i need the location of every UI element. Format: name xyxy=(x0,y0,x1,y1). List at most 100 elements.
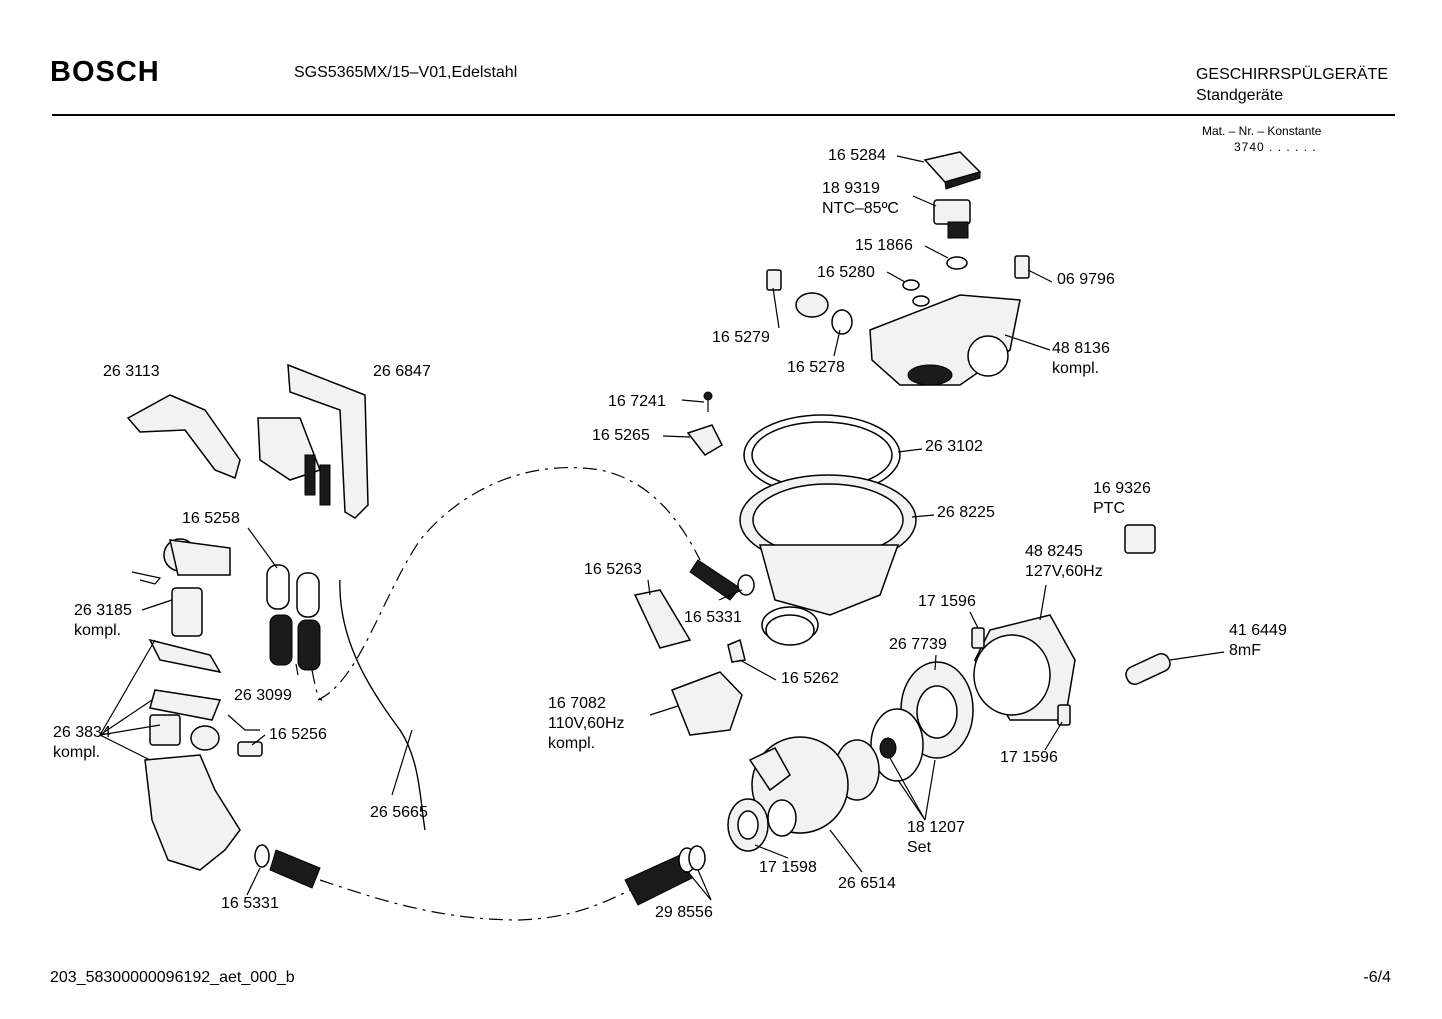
part-ntc-sensor xyxy=(933,199,971,225)
part-pressure-valve xyxy=(795,292,829,318)
part-aquastop-valve xyxy=(144,754,241,871)
part-clip-171596-lower xyxy=(1057,704,1071,726)
part-capacitor-416449 xyxy=(1125,653,1171,685)
part-label-263102: 26 3102 xyxy=(925,438,983,455)
part-clip-171596-upper xyxy=(971,627,985,649)
part-cover-263113 xyxy=(126,394,241,480)
hose-route-left xyxy=(311,669,323,701)
header-divider xyxy=(52,114,1395,116)
part-element-266847 xyxy=(287,363,369,519)
document-id: 203_58300000096192_aet_000_b xyxy=(50,969,295,986)
part-oring-165278 xyxy=(831,309,853,335)
part-label-266514: 26 6514 xyxy=(838,875,896,892)
part-clip-165263 xyxy=(633,589,692,649)
part-screw-head xyxy=(703,391,713,401)
part-label-165262: 16 5262 xyxy=(781,670,839,687)
part-float-165256 xyxy=(190,725,220,751)
part-clip-069796 xyxy=(1014,255,1030,279)
category-subtitle: Standgeräte xyxy=(1195,87,1284,104)
part-label-165265: 16 5265 xyxy=(592,427,650,444)
part-oring-165331-upper xyxy=(737,574,755,596)
part-seal-171598-inner xyxy=(737,810,759,840)
part-spring-hose-298556 xyxy=(624,854,693,906)
material-number-block: Mat. – Nr. – Konstante 3740 . . . . . . xyxy=(1202,123,1321,155)
part-tube-165258-a xyxy=(266,564,290,610)
part-label-263113: 26 3113 xyxy=(103,363,160,380)
part-ntc-sensor-body xyxy=(947,221,969,239)
part-label-165279: 16 5279 xyxy=(712,329,770,346)
part-label-165278: 16 5278 xyxy=(787,359,845,376)
model-title: SGS5365MX/15–V01,Edelstahl xyxy=(294,64,518,81)
part-tube-165258-b xyxy=(296,572,320,618)
part-sump-body xyxy=(759,544,900,616)
part-label-165280: 16 5280 xyxy=(817,264,875,281)
part-level-plate xyxy=(149,689,222,721)
part-heater-nozzle-inner xyxy=(907,364,953,386)
category-title: GESCHIRRSPÜLGERÄTE xyxy=(1195,66,1388,83)
part-label-171596-upper: 17 1596 xyxy=(918,593,976,610)
part-level-arm xyxy=(148,638,222,674)
part-label-165256: 16 5256 xyxy=(269,726,327,743)
part-clip-165279 xyxy=(766,269,782,291)
page-number: -6/4 xyxy=(1363,969,1391,986)
part-label-165331-lower: 16 5331 xyxy=(221,895,279,912)
part-cover-267739-inner xyxy=(916,685,958,739)
part-label-069796: 06 9796 xyxy=(1057,271,1115,288)
part-element-266847-pin-b xyxy=(319,464,331,506)
part-oring-165280 xyxy=(902,279,920,291)
part-pump-inlet xyxy=(748,747,791,792)
hose-route-lower xyxy=(319,879,631,921)
part-valve-167082 xyxy=(671,671,743,736)
part-spring-hose xyxy=(689,559,741,601)
part-spring-263099-a xyxy=(269,614,293,666)
material-number-label: Mat. – Nr. – Konstante xyxy=(1202,124,1322,138)
part-label-151866: 15 1866 xyxy=(855,237,913,254)
part-level-clip xyxy=(149,714,181,746)
part-label-167241: 16 7241 xyxy=(608,393,666,410)
material-number-value: 3740 . . . . . . xyxy=(1234,140,1317,154)
part-float-clip xyxy=(237,741,263,757)
part-label-267739: 26 7739 xyxy=(889,636,947,653)
part-seal-181207-small xyxy=(879,737,897,759)
part-level-switch-housing xyxy=(169,539,231,576)
part-label-266847: 26 6847 xyxy=(373,363,431,380)
part-seal-181207-outer xyxy=(870,708,924,782)
part-pump-outlet xyxy=(767,799,797,837)
part-bracket-165265 xyxy=(686,424,723,456)
leader-lines xyxy=(99,155,1225,901)
part-spring-263099-b xyxy=(297,619,321,671)
part-label-165331-upper: 16 5331 xyxy=(684,609,742,626)
category-block: GESCHIRRSPÜLGERÄTE Standgeräte xyxy=(1196,64,1388,106)
part-label-298556: 29 8556 xyxy=(655,904,713,921)
hose-route-upper xyxy=(317,467,701,701)
part-clip-165262 xyxy=(727,638,746,663)
part-spring-hose-lower-left xyxy=(269,849,321,889)
part-label-268225: 26 8225 xyxy=(937,504,995,521)
brand-logo: BOSCH xyxy=(50,56,160,88)
part-level-chamber xyxy=(171,587,203,637)
part-wire-hook xyxy=(131,571,162,585)
part-element-266847-pin-a xyxy=(304,454,316,496)
part-sump-outlet-ring xyxy=(765,614,815,646)
part-oring-165331-lower xyxy=(254,844,270,868)
part-label-165263: 16 5263 xyxy=(584,561,642,578)
part-oring-151866 xyxy=(946,256,968,270)
part-wire-hook-b xyxy=(227,714,260,731)
part-motor-face xyxy=(973,634,1051,716)
part-label-165258: 16 5258 xyxy=(182,510,240,527)
part-label-171596-lower: 17 1596 xyxy=(1000,749,1058,766)
part-cover-cap-shade xyxy=(944,171,981,190)
part-label-171598: 17 1598 xyxy=(759,859,817,876)
part-oring-298556-b xyxy=(688,845,706,871)
part-hose-265665-core xyxy=(339,579,426,831)
